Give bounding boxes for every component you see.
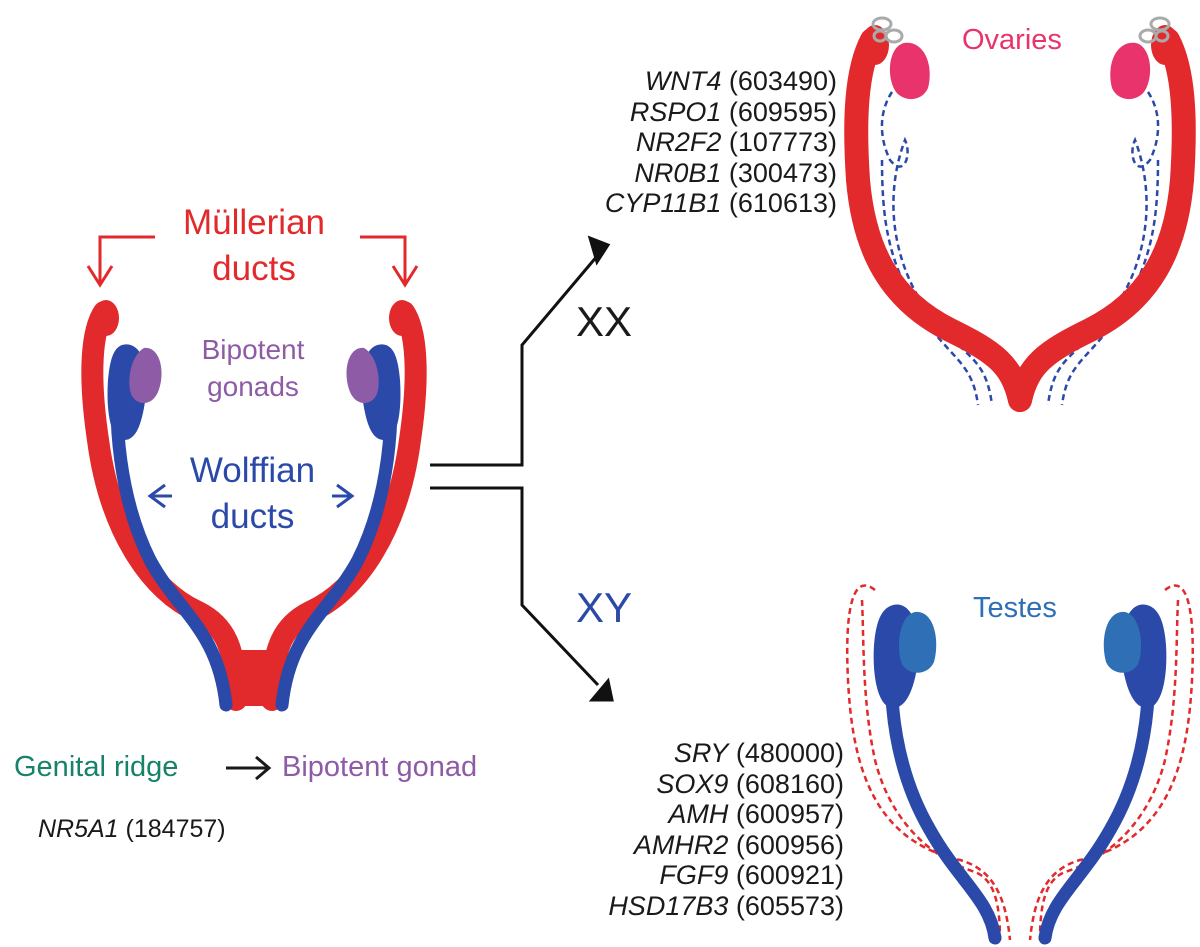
mullerian-label: Müllerian ducts xyxy=(164,200,344,292)
mullerian-tip-left xyxy=(93,300,119,336)
wolffian-label-line2: ducts xyxy=(210,497,295,536)
gene-row: SRY (480000) xyxy=(560,738,844,769)
bipotent-gonad-label: Bipotent gonad xyxy=(282,751,478,783)
gene-omim: (610613) xyxy=(728,188,837,218)
mullerian-regressed-left xyxy=(845,584,1012,941)
bipotent-gonad-right xyxy=(346,347,379,404)
female-structures xyxy=(844,16,1196,412)
gene-omim: (184757) xyxy=(125,815,226,843)
xx-gene-list: WNT4 (603490)RSPO1 (609595)NR2F2 (107773… xyxy=(560,66,837,219)
fimbria-left xyxy=(861,25,889,65)
testes-label: Testes xyxy=(973,592,1057,624)
testis-right xyxy=(1103,611,1142,673)
wolffian-label: Wolffian ducts xyxy=(165,448,340,540)
male-structures xyxy=(845,584,1195,945)
gene-row: SOX9 (608160) xyxy=(560,769,844,800)
gene-row: AMH (600957) xyxy=(560,799,844,830)
gene-symbol: HSD17B3 xyxy=(608,890,729,921)
mullerian-duct-right xyxy=(261,301,427,711)
genital-ridge-label: Genital ridge xyxy=(14,751,179,783)
gene-row: HSD17B3 (605573) xyxy=(560,891,844,922)
xx-arrowhead xyxy=(587,235,611,266)
wolffian-regressed-right xyxy=(1046,91,1160,406)
gene-symbol: CYP11B1 xyxy=(604,188,722,218)
gene-row: RSPO1 (609595) xyxy=(560,97,837,128)
mullerian-regressed-left-2 xyxy=(860,599,1002,941)
gene-symbol: WNT4 xyxy=(644,66,722,96)
mullerian-arrowhead-right xyxy=(391,265,419,288)
testis-left xyxy=(898,611,937,673)
mullerian-arrow-right xyxy=(360,235,407,283)
mullerian-label-line2: ducts xyxy=(212,249,296,288)
wolffian-label-line1: Wolffian xyxy=(189,451,316,490)
genital-ridge-gene: NR5A1 (184757) xyxy=(38,815,226,844)
gene-symbol: SRY xyxy=(673,738,729,768)
gene-row: CYP11B1 (610613) xyxy=(560,188,837,219)
gene-omim: (300473) xyxy=(728,157,837,188)
bipotent-gonad-left xyxy=(129,347,162,404)
gene-row: FGF9 (600921) xyxy=(560,860,844,891)
mullerian-arrow-left xyxy=(98,235,155,283)
undifferentiated-structures xyxy=(81,235,427,781)
gene-symbol: RSPO1 xyxy=(629,96,722,127)
bipotent-label-line2: gonads xyxy=(207,371,299,402)
fimbriae-left xyxy=(871,16,904,44)
gene-symbol: NR0B1 xyxy=(634,157,722,188)
gene-symbol: AMH xyxy=(668,799,729,829)
fimbriae-right xyxy=(1138,16,1171,44)
mullerian-tip-right xyxy=(389,300,415,336)
wolffian-arrowhead-right xyxy=(336,483,355,509)
genital-ridge-arrowhead xyxy=(255,755,272,781)
mullerian-duct-left xyxy=(81,301,247,711)
gene-omim: (608160) xyxy=(735,768,844,799)
branch-arrows xyxy=(430,235,614,702)
xx-label: XX xyxy=(576,298,633,345)
gene-symbol: NR2F2 xyxy=(635,127,722,157)
wolffian-arrowhead-left xyxy=(147,483,166,509)
gene-row: NR2F2 (107773) xyxy=(560,127,837,158)
gene-symbol: FGF9 xyxy=(659,860,729,890)
gene-omim: (609595) xyxy=(728,96,837,127)
ovary-right xyxy=(1110,42,1151,100)
bipotent-label-line1: Bipotent xyxy=(201,334,305,365)
gene-symbol: AMHR2 xyxy=(633,829,729,860)
fallopian-tube-right xyxy=(1008,28,1196,412)
ovary-left xyxy=(889,42,930,100)
xy-arrowhead xyxy=(588,677,614,702)
xy-branch-line xyxy=(430,486,600,687)
gene-omim: (480000) xyxy=(735,738,844,768)
wolffian-regressed-left xyxy=(880,91,994,406)
xx-branch-line xyxy=(430,254,600,467)
xy-label: XY xyxy=(576,584,633,631)
gene-symbol: NR5A1 xyxy=(38,815,119,843)
gene-omim: (605573) xyxy=(735,890,844,921)
mullerian-urogenital-sinus xyxy=(236,650,272,706)
fimbria-right xyxy=(1151,25,1179,65)
gene-omim: (600957) xyxy=(735,799,844,829)
gene-row: NR0B1 (300473) xyxy=(560,158,837,189)
mullerian-label-line1: Müllerian xyxy=(183,203,325,242)
gene-row: AMHR2 (600956) xyxy=(560,830,844,861)
fallopian-tube-left xyxy=(844,28,1032,412)
gene-omim: (107773) xyxy=(728,127,837,157)
bipotent-gonads-label: Bipotent gonads xyxy=(178,331,328,405)
gene-symbol: SOX9 xyxy=(656,768,729,799)
xy-gene-list: SRY (480000)SOX9 (608160)AMH (600957)AMH… xyxy=(560,738,844,921)
gene-row: WNT4 (603490) xyxy=(560,66,837,97)
mullerian-regressed-right xyxy=(1028,584,1195,941)
gene-omim: (600956) xyxy=(735,829,844,860)
mullerian-regressed-right-2 xyxy=(1038,599,1180,941)
gene-omim: (600921) xyxy=(735,860,844,890)
mullerian-arrowhead-left xyxy=(86,265,114,288)
ovaries-label: Ovaries xyxy=(962,24,1062,56)
gene-omim: (603490) xyxy=(728,66,837,96)
